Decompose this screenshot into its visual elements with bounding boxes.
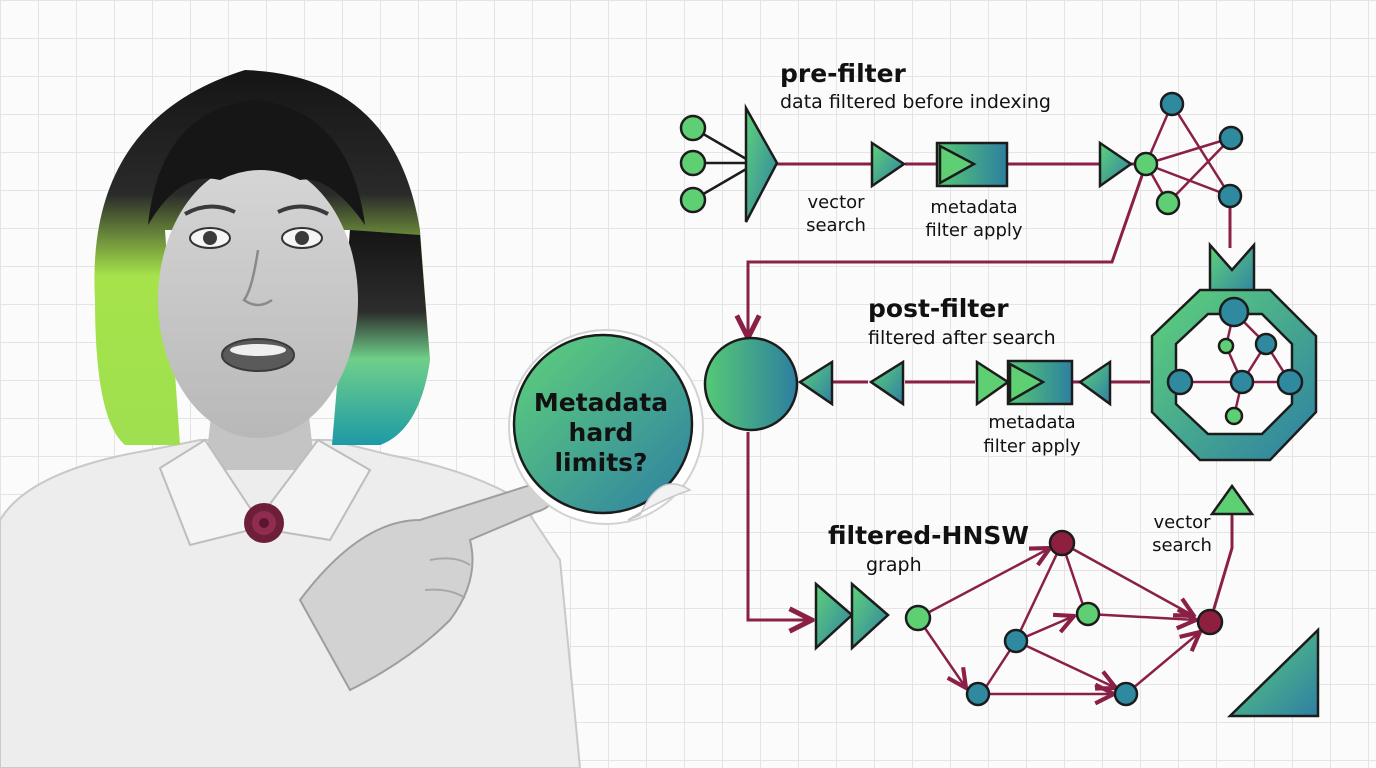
- callout-sticker: Metadata hard limits?: [508, 329, 704, 525]
- triangle-icon: [870, 140, 907, 189]
- funnel-icon: [679, 103, 779, 223]
- octagon-graph-icon: [1150, 241, 1318, 462]
- triangle-icon: [1077, 359, 1112, 407]
- double-triangle-icon: [814, 581, 890, 651]
- rose-pin-icon: [244, 503, 284, 543]
- post-filter-section: post-filter filtered after search metada…: [703, 241, 1318, 462]
- filter-box-icon: [975, 359, 1074, 407]
- pre-metadata-line-2: filter apply: [925, 220, 1022, 241]
- face: [158, 162, 358, 438]
- left-pupil: [203, 231, 217, 245]
- triangle-icon: [1209, 483, 1255, 516]
- hnsw-subtitle: graph: [866, 554, 922, 576]
- hnsw-vector-search-line-2: search: [1152, 535, 1212, 556]
- sticker-curl: [627, 483, 692, 521]
- wire-circle-to-hnsw: [746, 432, 812, 620]
- network-icon: [1133, 91, 1244, 216]
- filtered-hnsw-section: filtered-HNSW graph vector search: [814, 483, 1320, 718]
- nose: [242, 249, 273, 307]
- hnsw-graph: [904, 529, 1224, 707]
- right-brow: [277, 204, 329, 216]
- callout-line-1: Metadata: [534, 388, 668, 417]
- pointing-hand: [298, 480, 558, 692]
- presenter-person: [0, 70, 582, 768]
- triangle-icon: [1098, 140, 1134, 189]
- post-filter-title: post-filter: [868, 294, 1009, 323]
- triangle-icon: [868, 359, 905, 407]
- pre-filter-title: pre-filter: [780, 59, 907, 88]
- circle-icon: [703, 336, 799, 432]
- post-filter-subtitle: filtered after search: [868, 327, 1056, 349]
- pre-filter-section: pre-filter data filtered before indexing…: [679, 59, 1244, 241]
- pre-vector-search-line-1: vector: [807, 192, 865, 213]
- teeth: [230, 344, 286, 356]
- hnsw-vector-search-line-1: vector: [1153, 512, 1211, 533]
- callout-line-3: limits?: [554, 448, 647, 477]
- shirt-collar: [158, 438, 372, 547]
- pre-metadata-line-1: metadata: [930, 197, 1017, 218]
- post-metadata-line-1: metadata: [988, 412, 1075, 433]
- post-metadata-line-2: filter apply: [983, 436, 1080, 457]
- corner-triangle-icon: [1226, 627, 1320, 718]
- left-brow: [184, 204, 236, 216]
- triangle-icon: [797, 359, 834, 407]
- right-pupil: [295, 231, 309, 245]
- pre-filter-subtitle: data filtered before indexing: [780, 91, 1051, 113]
- wire-loop-to-circle: [748, 163, 1148, 338]
- hnsw-title: filtered-HNSW: [828, 521, 1029, 550]
- callout-line-2: hard: [569, 418, 634, 447]
- filter-box-icon: [935, 141, 1009, 188]
- bangs: [148, 100, 365, 225]
- pre-vector-search-line-2: search: [806, 215, 866, 236]
- wire-hnsw-to-octagon: [1208, 514, 1234, 623]
